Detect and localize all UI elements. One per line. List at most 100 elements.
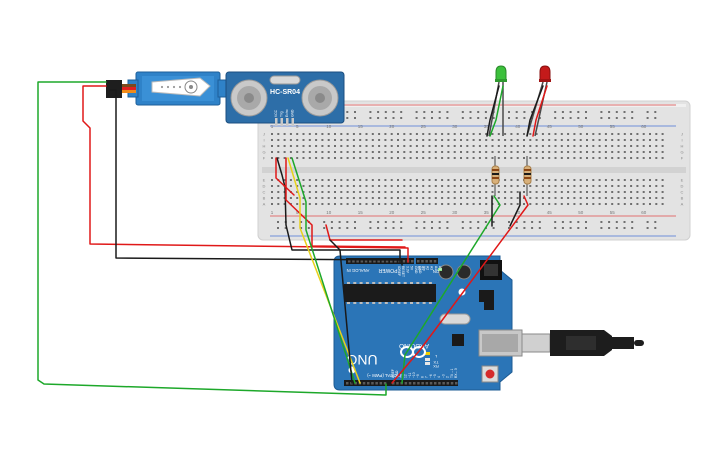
breadboard-hole[interactable] <box>428 185 431 187</box>
breadboard-hole[interactable] <box>491 185 494 187</box>
breadboard-hole[interactable] <box>422 157 425 159</box>
breadboard-hole[interactable] <box>434 133 437 135</box>
breadboard-rail-hole[interactable] <box>423 227 426 229</box>
header-pin[interactable] <box>421 382 424 385</box>
breadboard-hole[interactable] <box>623 145 626 147</box>
breadboard-hole[interactable] <box>504 151 507 153</box>
breadboard-hole[interactable] <box>321 145 324 147</box>
breadboard-rail-hole[interactable] <box>277 227 279 229</box>
breadboard-hole[interactable] <box>649 139 651 141</box>
breadboard-rail-hole[interactable] <box>431 221 433 223</box>
breadboard-hole[interactable] <box>296 151 299 153</box>
breadboard-hole[interactable] <box>661 157 664 159</box>
breadboard-hole[interactable] <box>497 185 500 187</box>
breadboard-hole[interactable] <box>315 191 318 193</box>
breadboard-rail-hole[interactable] <box>615 111 618 113</box>
breadboard-hole[interactable] <box>327 191 330 193</box>
breadboard-rail-hole[interactable] <box>446 221 449 223</box>
breadboard-hole[interactable] <box>453 179 456 181</box>
breadboard-hole[interactable] <box>655 203 658 205</box>
breadboard-hole[interactable] <box>611 139 614 141</box>
breadboard-hole[interactable] <box>403 157 406 159</box>
breadboard-hole[interactable] <box>447 197 450 199</box>
breadboard-hole[interactable] <box>422 197 425 199</box>
breadboard-hole[interactable] <box>478 157 481 159</box>
breadboard-hole[interactable] <box>390 157 393 159</box>
breadboard-hole[interactable] <box>649 151 651 153</box>
breadboard-hole[interactable] <box>649 191 651 193</box>
breadboard-rail-hole[interactable] <box>577 111 580 113</box>
breadboard-hole[interactable] <box>567 179 570 181</box>
breadboard-hole[interactable] <box>390 145 393 147</box>
breadboard-hole[interactable] <box>340 197 343 199</box>
breadboard-hole[interactable] <box>397 151 399 153</box>
breadboard-hole[interactable] <box>573 139 576 141</box>
icsp-header[interactable] <box>484 296 494 310</box>
breadboard-hole[interactable] <box>340 203 343 205</box>
breadboard-hole[interactable] <box>548 185 551 187</box>
breadboard-hole[interactable] <box>510 179 513 181</box>
breadboard-hole[interactable] <box>485 157 488 159</box>
breadboard-hole[interactable] <box>453 145 456 147</box>
header-pin[interactable] <box>429 382 433 385</box>
breadboard-hole[interactable] <box>598 179 601 181</box>
breadboard-hole[interactable] <box>415 191 418 193</box>
breadboard-hole[interactable] <box>579 151 582 153</box>
breadboard-hole[interactable] <box>277 145 280 147</box>
breadboard-hole[interactable] <box>308 139 311 141</box>
breadboard-hole[interactable] <box>535 151 538 153</box>
breadboard-rail-hole[interactable] <box>423 117 426 119</box>
breadboard-hole[interactable] <box>428 151 431 153</box>
breadboard-hole[interactable] <box>516 139 519 141</box>
breadboard-hole[interactable] <box>384 185 387 187</box>
breadboard-hole[interactable] <box>289 145 292 147</box>
breadboard-rail-hole[interactable] <box>446 111 449 113</box>
breadboard-hole[interactable] <box>334 157 336 159</box>
breadboard-hole[interactable] <box>321 191 324 193</box>
breadboard-hole[interactable] <box>567 185 570 187</box>
wire-red-led-gnd[interactable] <box>526 85 544 137</box>
breadboard-hole[interactable] <box>649 179 651 181</box>
breadboard-hole[interactable] <box>296 145 299 147</box>
breadboard-hole[interactable] <box>630 179 633 181</box>
breadboard-hole[interactable] <box>516 157 519 159</box>
breadboard-hole[interactable] <box>504 145 507 147</box>
breadboard-hole[interactable] <box>548 145 551 147</box>
breadboard-hole[interactable] <box>397 157 399 159</box>
breadboard-hole[interactable] <box>365 191 368 193</box>
breadboard-hole[interactable] <box>636 139 639 141</box>
breadboard-hole[interactable] <box>346 151 349 153</box>
breadboard-hole[interactable] <box>315 133 318 135</box>
breadboard-hole[interactable] <box>630 139 633 141</box>
breadboard-hole[interactable] <box>453 133 456 135</box>
header-pin[interactable] <box>390 260 393 263</box>
breadboard-hole[interactable] <box>642 157 645 159</box>
breadboard-hole[interactable] <box>403 139 406 141</box>
breadboard-hole[interactable] <box>491 157 494 159</box>
breadboard-hole[interactable] <box>365 203 368 205</box>
wire-led-ground-rail-2[interactable] <box>509 191 521 227</box>
header-pin[interactable] <box>352 260 355 263</box>
breadboard-rail-hole[interactable] <box>523 111 526 113</box>
breadboard-hole[interactable] <box>453 157 456 159</box>
breadboard-hole[interactable] <box>630 133 633 135</box>
breadboard-hole[interactable] <box>592 203 595 205</box>
header-pin[interactable] <box>413 382 416 385</box>
breadboard-hole[interactable] <box>510 145 513 147</box>
resistor-red-led[interactable] <box>523 156 532 196</box>
breadboard-hole[interactable] <box>630 157 633 159</box>
breadboard-hole[interactable] <box>617 197 620 199</box>
breadboard-hole[interactable] <box>617 203 620 205</box>
breadboard-hole[interactable] <box>504 139 507 141</box>
breadboard-hole[interactable] <box>548 203 551 205</box>
breadboard-hole[interactable] <box>289 151 292 153</box>
breadboard-rail-hole[interactable] <box>423 111 426 113</box>
breadboard-hole[interactable] <box>409 133 412 135</box>
breadboard-hole[interactable] <box>630 145 633 147</box>
breadboard-hole[interactable] <box>340 133 343 135</box>
breadboard-hole[interactable] <box>289 197 292 199</box>
breadboard-hole[interactable] <box>661 145 664 147</box>
breadboard-hole[interactable] <box>346 139 349 141</box>
breadboard-hole[interactable] <box>560 185 563 187</box>
breadboard-rail-hole[interactable] <box>484 221 487 223</box>
